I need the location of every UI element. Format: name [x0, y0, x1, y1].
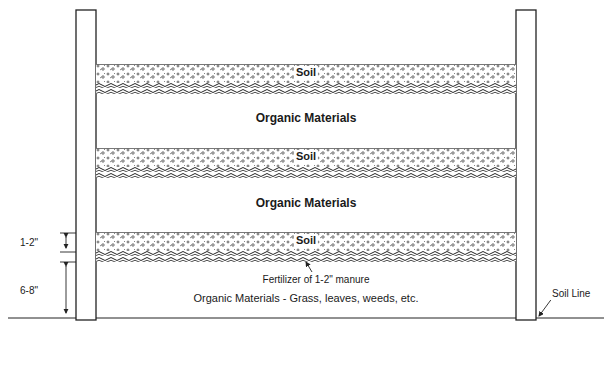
soil-label: Soil [294, 234, 318, 247]
soil-line-label: Soil Line [550, 287, 592, 300]
soil-band: Soil [96, 148, 516, 178]
fertilizer-leader [306, 262, 312, 272]
soil-label: Soil [294, 66, 318, 79]
right-post [516, 10, 536, 320]
layer-label: Organic Materials [254, 197, 359, 210]
soil-label: Soil [294, 150, 318, 163]
soil-band: Soil [96, 232, 516, 262]
ground-line [8, 318, 604, 319]
layer-label: Organic Materials - Grass, leaves, weeds… [192, 292, 421, 305]
soil-band: Soil [96, 64, 516, 94]
dimension-label: 1-2" [18, 236, 40, 249]
layer-label: Organic Materials [254, 112, 359, 125]
left-post [76, 10, 96, 320]
dimension-brackets [60, 233, 76, 313]
fertilizer-label: Fertilizer of 1-2" manure [261, 273, 372, 286]
dimension-label: 6-8" [18, 284, 40, 297]
